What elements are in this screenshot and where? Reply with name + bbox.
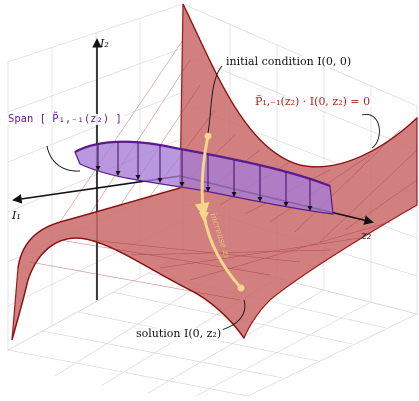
initial-condition-label: initial condition I(0, 0) [224,55,354,68]
leader-lines [46,65,380,331]
axis-z2-label: z₂ [361,229,372,242]
constraint-label: P̃₁,₋₁(z₂) · I(0, z₂) = 0 [253,95,373,108]
span-band [74,140,334,215]
solution-point [237,284,245,292]
span-label: Span [ P̃₁,₋₁(z₂) ] [6,113,124,125]
axis-i2-label: I₂ [100,37,109,50]
initial-point [204,132,212,140]
solution-label: solution I(0, z₂) [134,327,224,340]
solution-path [194,132,245,292]
axis-i1-label: I₁ [12,209,21,222]
